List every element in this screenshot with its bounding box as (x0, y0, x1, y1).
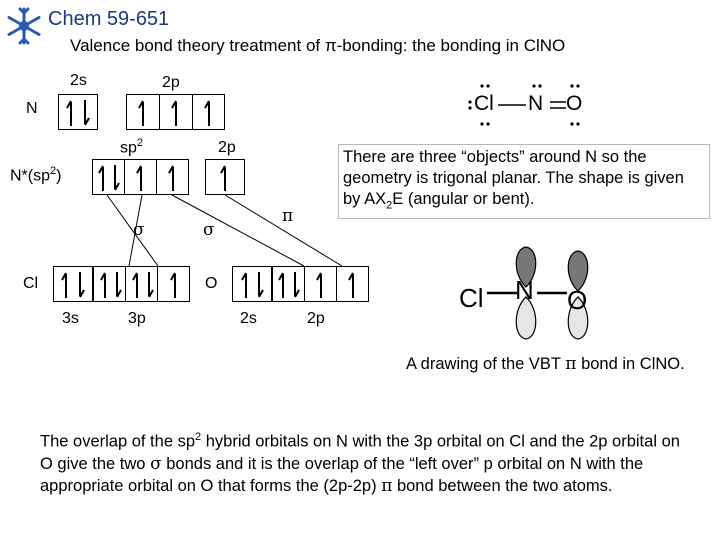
spin-up-arrow-icon (138, 100, 144, 126)
sigma-label-1: σ (133, 220, 145, 240)
cl-atom-label: Cl (23, 275, 39, 292)
cl-3s-orbital-box (53, 266, 93, 302)
o-2p-label: 2p (307, 310, 325, 327)
cl-3p-orbital-box (93, 266, 190, 302)
spin-down-arrow-icon (114, 165, 120, 191)
nstar-sp2-orbital-box (92, 159, 189, 195)
nstar-2p-orbital-box (205, 159, 245, 195)
nstar-2p-label: 2p (218, 139, 236, 156)
spin-down-arrow-icon (294, 272, 300, 298)
spin-up-arrow-icon (204, 100, 210, 126)
spin-up-arrow-icon (278, 272, 284, 298)
spin-up-arrow-icon (61, 272, 67, 298)
spin-up-arrow-icon (98, 165, 104, 191)
spin-up-arrow-icon (316, 272, 322, 298)
spin-down-arrow-icon (116, 272, 122, 298)
cl-3s-label: 3s (62, 310, 79, 327)
spin-up-arrow-icon (100, 272, 106, 298)
spin-up-arrow-icon (220, 165, 226, 191)
n-2s-label: 2s (70, 72, 87, 89)
sp2-label: sp2 (120, 137, 144, 157)
sigma-label-2: σ (203, 220, 215, 240)
lewis-atom-o: O (566, 92, 583, 115)
spin-up-arrow-icon (132, 272, 138, 298)
pi-label: π (282, 206, 294, 226)
explanation-paragraph: The overlap of the sp2 hybrid orbitals o… (40, 431, 680, 496)
lone-pair-dots (468, 84, 580, 126)
o-2s-orbital-box (232, 266, 272, 302)
nstar-label: N*(sp2) (10, 165, 62, 185)
n-2s-orbital-box (58, 94, 98, 130)
spin-up-arrow-icon (348, 272, 354, 298)
lewis-atom-n: N (528, 92, 544, 115)
p-orbital-lobes-icon (487, 246, 589, 340)
spin-down-arrow-icon (84, 100, 90, 126)
n-atom-label: N (26, 100, 38, 117)
spin-down-arrow-icon (148, 272, 154, 298)
vbt-pi-bond-drawing: Cl N O (455, 245, 615, 345)
lewis-structure: Cl N O (460, 80, 600, 130)
cl-3p-label: 3p (128, 310, 146, 327)
drawing-atom-cl: Cl (459, 283, 484, 313)
o-2p-orbital-box (272, 266, 369, 302)
page-title: Chem 59-651 (48, 8, 170, 30)
spin-up-arrow-icon (136, 165, 142, 191)
snowflake-logo-icon (7, 7, 41, 45)
spin-down-arrow-icon (79, 272, 85, 298)
n-2p-label: 2p (162, 74, 180, 91)
drawing-caption: A drawing of the VBT π bond in ClNO. (406, 354, 685, 374)
lewis-atom-cl: Cl (474, 92, 494, 115)
page-subtitle: Valence bond theory treatment of π-bondi… (70, 36, 566, 55)
n-2p-orbital-box (126, 94, 225, 130)
geometry-note: There are three “objects” around N so th… (338, 144, 710, 220)
spin-up-arrow-icon (170, 272, 176, 298)
spin-up-arrow-icon (66, 100, 72, 126)
o-atom-label: O (205, 275, 218, 292)
spin-up-arrow-icon (171, 100, 177, 126)
drawing-atom-n: N (515, 275, 534, 305)
o-2s-label: 2s (240, 310, 257, 327)
drawing-atom-o: O (567, 285, 588, 315)
spin-up-arrow-icon (241, 272, 247, 298)
spin-up-arrow-icon (168, 165, 174, 191)
spin-down-arrow-icon (258, 272, 264, 298)
